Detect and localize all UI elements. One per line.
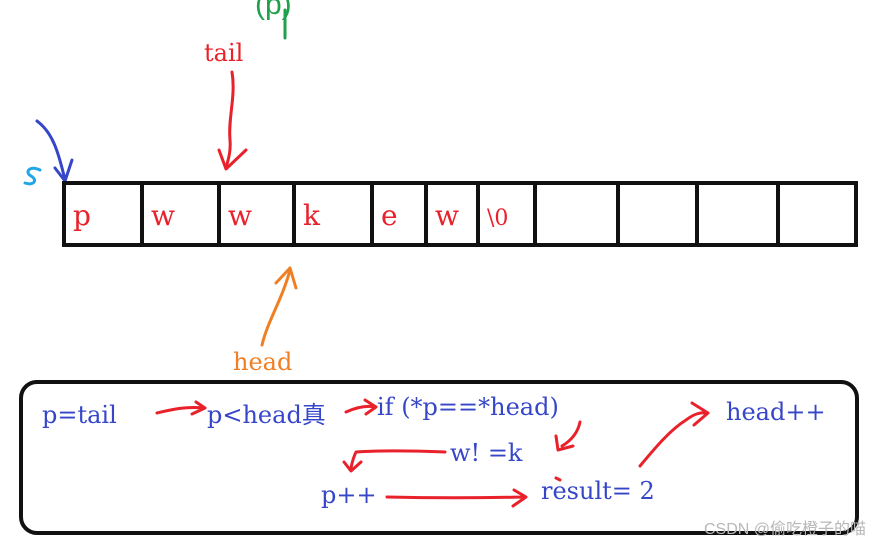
tail-arrow (217, 70, 248, 171)
array-cell-1: w (151, 199, 175, 232)
head-label: head (233, 348, 292, 376)
watermark: CSDN @偷吃橙子的喵 (704, 520, 866, 538)
arrow-result-to-headinc (638, 401, 710, 468)
array-cell-4: e (381, 199, 398, 232)
array-cell-5: w (435, 199, 459, 232)
small-red-tick (554, 476, 562, 482)
s-mark (23, 166, 42, 186)
w-not-k: w! =k (450, 439, 523, 467)
if-condition: if (*p==*head) (377, 393, 559, 421)
p-eq-tail: p=tail (42, 401, 117, 429)
arrow-cond-to-if (344, 398, 378, 416)
result-value: result= 2 (541, 477, 655, 505)
array-cell-3: k (303, 199, 321, 232)
array-outline (62, 181, 858, 247)
flow-box (19, 380, 859, 535)
arrow-pinc-to-result (385, 488, 528, 508)
array-cell-0: p (73, 199, 91, 232)
p-increment: p++ (321, 481, 377, 509)
head-increment: head++ (726, 398, 826, 426)
s-pointer (23, 119, 74, 186)
p-lt-head: p<head真 (207, 401, 326, 429)
array-cell-6: \0 (487, 206, 508, 231)
char-array: p w w k e w \0 (62, 181, 858, 247)
array-cell-2: w (228, 199, 252, 232)
arrow-tail-to-cond (155, 400, 207, 416)
tail-label: tail (204, 39, 243, 67)
s-arrow (35, 119, 74, 183)
top-p-label: (p) (255, 0, 292, 21)
arrow-if-to-wk (554, 420, 582, 452)
head-arrow (260, 266, 298, 347)
arrow-wk-to-pinc (342, 449, 447, 473)
